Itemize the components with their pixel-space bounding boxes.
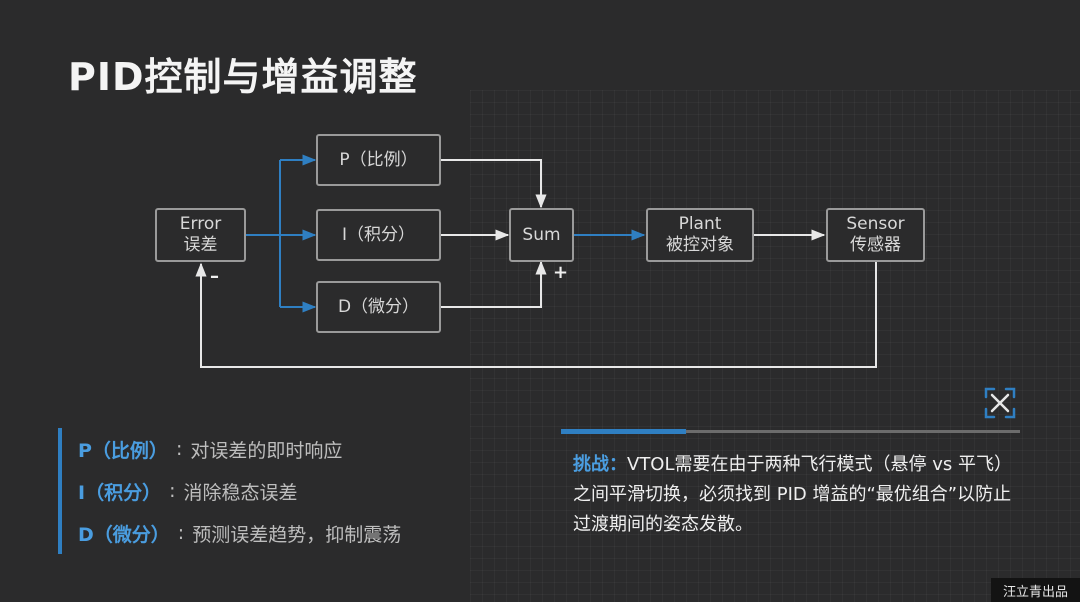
expand-arrows-icon [984, 387, 1016, 419]
arrow-p-to-sum [440, 159, 547, 209]
callout-text: VTOL需要在由于两种飞行模式（悬停 vs 平飞）之间平滑切换，必须找到 PID… [573, 454, 1012, 535]
legend-desc-p: 对误差的即时响应 [190, 439, 343, 462]
pid-legend: P（比例） : 对误差的即时响应 I（积分） : 消除稳态误差 D（微分） : … [58, 428, 401, 554]
legend-item-i: I（积分） : 消除稳态误差 [78, 470, 401, 512]
callout-label: 挑战： [573, 454, 627, 475]
d-block-label: D（微分） [337, 296, 420, 317]
sum-block-label: Sum [522, 224, 561, 245]
minus-sign: – [210, 266, 219, 287]
legend-desc-d: 预测误差趋势，抑制震荡 [192, 523, 402, 546]
page-title: PID控制与增益调整 [68, 55, 418, 99]
legend-term-i: I（积分） [78, 481, 162, 504]
background-grid [470, 90, 1080, 602]
legend-item-d: D（微分） : 预测误差趋势，抑制震荡 [78, 512, 401, 554]
sensor-block: Sensor 传感器 [826, 208, 925, 262]
p-block: P（比例） [316, 134, 441, 186]
plus-sign: + [553, 262, 569, 283]
plant-block-label-en: Plant [678, 214, 722, 234]
sum-block: Sum [509, 208, 574, 262]
i-block-label: I（积分） [341, 224, 415, 245]
legend-item-p: P（比例） : 对误差的即时响应 [78, 428, 401, 470]
sensor-block-label-cn: 传感器 [850, 235, 901, 255]
i-block: I（积分） [316, 209, 441, 261]
callout-divider-accent [561, 429, 686, 434]
feedback-loop-arrow [195, 262, 877, 368]
p-block-label: P（比例） [339, 149, 418, 170]
sensor-block-label-en: Sensor [846, 214, 905, 234]
error-block-label-cn: 误差 [183, 235, 218, 255]
error-block: Error 误差 [155, 208, 246, 262]
legend-term-d: D（微分） [78, 523, 170, 546]
challenge-callout: 挑战：VTOL需要在由于两种飞行模式（悬停 vs 平飞）之间平滑切换，必须找到 … [573, 450, 1023, 540]
legend-term-p: P（比例） [78, 439, 168, 462]
plant-block: Plant 被控对象 [646, 208, 754, 262]
error-block-label-en: Error [179, 214, 222, 234]
d-block: D（微分） [316, 281, 441, 333]
plant-block-label-cn: 被控对象 [666, 235, 734, 255]
legend-colon: : [175, 438, 183, 460]
legend-colon: : [169, 480, 176, 502]
arrow-d-to-sum [440, 260, 547, 308]
legend-colon: : [177, 522, 185, 544]
author-credit: 汪立青出品 [990, 578, 1080, 602]
callout-divider [561, 430, 1020, 433]
legend-desc-i: 消除稳态误差 [183, 481, 298, 504]
